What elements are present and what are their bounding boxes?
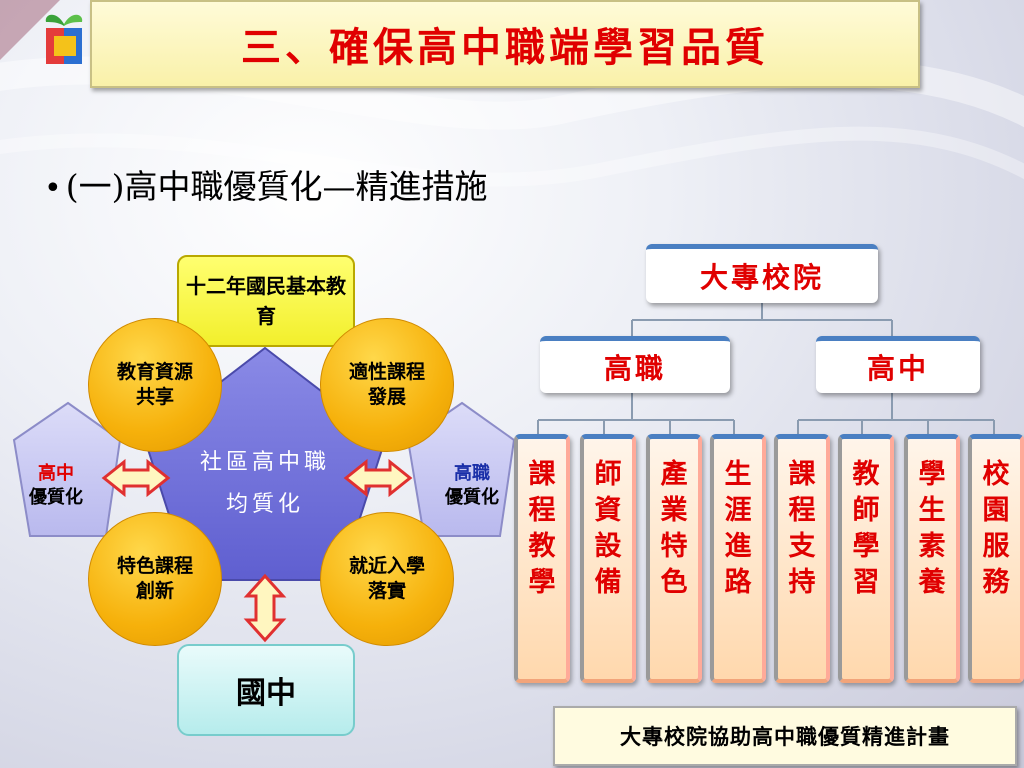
org-item-label: 校園服務 [982,459,1010,598]
right-side-line-2: 優質化 [445,487,499,508]
left-side-line-1: 高中 [38,463,74,484]
org-item-box: 教師學習 [838,434,894,683]
circle-nearby-enrollment: 就近入學落實 [320,512,454,646]
right-side-line-1: 高職 [454,463,490,484]
org-item-box: 師資設備 [580,434,636,683]
org-root-box: 大專校院 [646,244,878,303]
center-line-2: 均質化 [225,492,304,517]
circle-label: 特色課程創新 [116,555,193,602]
org-vocational-box: 高職 [540,336,730,393]
org-item-label: 生涯進路 [724,459,752,598]
org-highschool-box: 高中 [816,336,980,393]
org-item-label: 師資設備 [594,459,622,598]
org-item-box: 生涯進路 [710,434,766,683]
org-item-label: 產業特色 [660,459,688,598]
bullet-icon: • [44,171,62,206]
bottom-double-arrow [243,573,287,643]
logo-icon [45,14,83,64]
right-double-arrow [343,458,413,498]
junior-high-box: 國中 [177,644,355,736]
bullet-text: (一)高中職優質化—精進措施 [65,167,488,206]
org-item-box: 課程教學 [514,434,570,683]
caption-box: 大專校院協助高中職優質精進計畫 [553,706,1017,766]
center-line-1: 社區高中職 [199,450,330,475]
circle-resource-sharing: 教育資源共享 [88,318,222,452]
org-item-box: 產業特色 [646,434,702,683]
org-item-box: 課程支持 [774,434,830,683]
org-item-box: 學生素養 [904,434,960,683]
org-root-label: 大專校院 [699,261,824,294]
org-highschool-label: 高中 [866,352,929,385]
right-side-label: 高職 優質化 [424,462,520,510]
org-item-box: 校園服務 [968,434,1024,683]
left-side-label: 高中 優質化 [10,462,102,510]
org-item-label: 課程教學 [528,459,556,598]
circle-feature-curriculum: 特色課程創新 [88,512,222,646]
left-side-line-2: 優質化 [29,487,83,508]
caption-text: 大專校院協助高中職優質精進計畫 [620,724,950,749]
twelve-year-education-box: 十二年國民基本教育 [177,255,355,347]
title-banner: 三、確保高中職端學習品質 [90,0,920,88]
center-pentagon-label: 社區高中職 均質化 [175,442,355,526]
org-item-label: 學生素養 [918,459,946,598]
circle-label: 適性課程發展 [348,361,425,408]
circle-adaptive-curriculum: 適性課程發展 [320,318,454,452]
slide-title: 三、確保高中職端學習品質 [241,24,769,71]
bullet-heading: •(一)高中職優質化—精進措施 [44,160,487,208]
org-connectors [537,298,995,434]
left-double-arrow [101,458,171,498]
org-item-label: 課程支持 [788,459,816,598]
circle-label: 教育資源共享 [116,361,193,408]
circle-label: 就近入學落實 [348,555,425,602]
org-vocational-label: 高職 [603,352,666,385]
org-item-label: 教師學習 [852,459,880,598]
